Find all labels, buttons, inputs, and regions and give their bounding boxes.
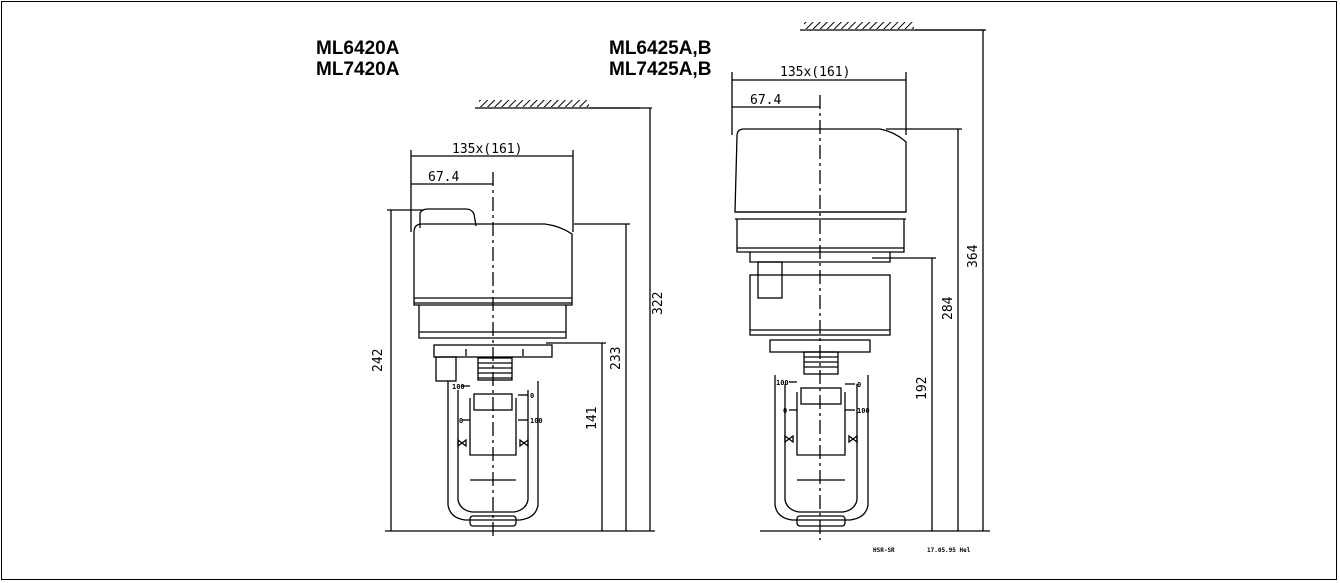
- drawing-ref-stamp: HSR-SR: [873, 547, 895, 554]
- right-model-labels: ML6425A,B ML7425A,B: [609, 38, 711, 80]
- right-ceiling-hatch: [804, 22, 914, 29]
- right-width-text: 135x(161): [780, 65, 850, 80]
- left-overall-text: 322: [651, 292, 666, 315]
- right-half-width-text: 67.4: [750, 93, 781, 108]
- right-lower-text: 192: [915, 377, 930, 400]
- left-scale-top-right: 100: [530, 417, 543, 425]
- left-scale-top-left: 100: [452, 383, 465, 391]
- left-scale-bottom-right: 0: [530, 392, 534, 400]
- right-model-2: ML7425A,B: [609, 59, 712, 80]
- left-actuator-height-text: 242: [371, 349, 386, 372]
- left-ceiling-hatch: [479, 100, 589, 107]
- right-scale-top-left: 100: [776, 379, 789, 387]
- left-model-2: ML7420A: [316, 59, 400, 80]
- right-dimensions: [731, 29, 990, 532]
- left-model-1: ML6420A: [316, 38, 400, 59]
- left-scale-bottom-left: 0: [459, 417, 463, 425]
- left-mid-text: 233: [609, 347, 624, 370]
- right-scale-top-right: 100: [857, 407, 870, 415]
- left-width-text: 135x(161): [452, 142, 522, 157]
- right-model-1: ML6425A,B: [609, 38, 712, 59]
- left-model-labels: ML6420A ML7420A: [316, 38, 399, 80]
- left-dimensions: [385, 107, 655, 532]
- drawing-date-stamp: 17.05.95 Hel: [927, 547, 971, 554]
- left-half-width-text: 67.4: [428, 170, 459, 185]
- right-actuator-height-text: 284: [941, 296, 956, 320]
- right-scale-bottom-left: 0: [783, 407, 787, 415]
- right-overall-text: 364: [966, 244, 981, 268]
- right-scale-bottom-right: 0: [857, 381, 861, 389]
- right-actuator-drawing: [734, 22, 985, 540]
- left-lower-text: 141: [585, 407, 600, 430]
- left-actuator-drawing: [413, 100, 640, 540]
